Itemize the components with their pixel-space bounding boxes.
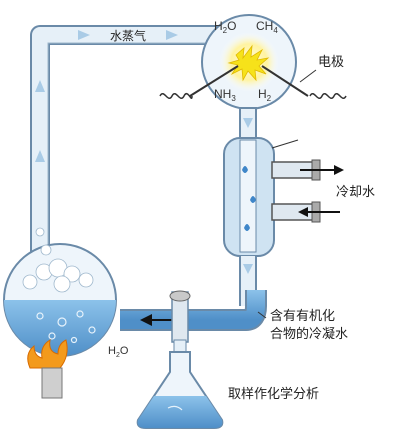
label-condensate-1: 含有有机化 [270,308,335,324]
electrode-coil-left [159,93,193,99]
label-sampling: 取样作化学分析 [228,386,319,402]
vapor-tube [30,25,222,262]
spark-chamber: H2O CH4 NH3 H2 [159,14,347,110]
collection-flask [136,351,224,429]
label-cooling-water: 冷却水 [336,185,375,200]
condenser [223,137,344,257]
label-electrode: 电极 [318,55,344,70]
chem-h2: H2 [258,87,272,103]
boiling-flask: H2O [3,227,129,359]
vapor-flow-arrows [35,30,178,162]
chem-h2o-flask: H2O [108,345,129,359]
chem-h2o-top: H2O [214,19,236,35]
chamber-neck [239,107,257,141]
chem-ch4: CH4 [256,19,278,35]
trap-tube [120,290,267,376]
flame-icon [27,339,68,399]
return-arrow [140,314,152,326]
flow-arrow-right-1 [78,30,90,40]
electrode-coil-right [309,93,347,99]
flow-arrow-up-1 [35,80,45,92]
electrode-left [189,65,239,97]
label-vapor: 水蒸气 [110,28,146,43]
chem-nh3: NH3 [214,87,236,103]
flow-arrow-up-2 [35,150,45,162]
flow-arrow-right-2 [166,30,178,40]
electrode-right [261,65,309,97]
label-condensate-2: 合物的冷凝水 [270,326,348,342]
